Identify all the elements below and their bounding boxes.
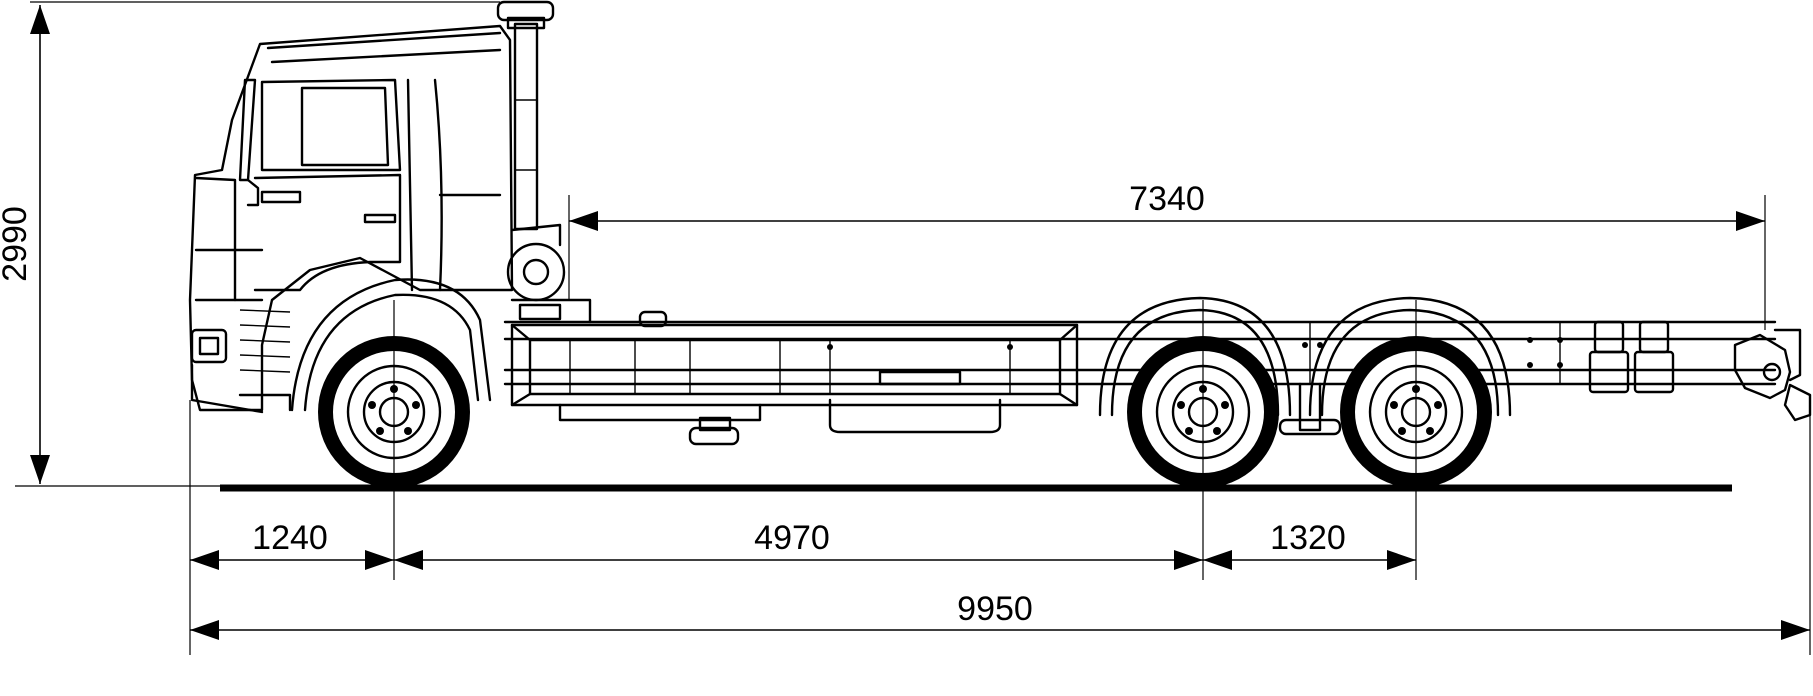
under-frame-parts bbox=[558, 310, 1342, 446]
wheelbase-label: 4970 bbox=[754, 519, 830, 557]
height-dimension: 2990 bbox=[0, 5, 50, 484]
side-box bbox=[510, 323, 1079, 407]
towing-hitch bbox=[1733, 328, 1812, 422]
height-label: 2990 bbox=[0, 206, 34, 282]
fuel-tank bbox=[828, 370, 1002, 434]
cab bbox=[188, 24, 514, 414]
frame-length-dimension: 7340 bbox=[569, 180, 1765, 231]
front-fender bbox=[290, 278, 492, 412]
frame-length-label: 7340 bbox=[1129, 180, 1205, 218]
rear-axle-spacing-dimension: 1320 bbox=[1203, 519, 1416, 570]
rear-axle-spacing-label: 1320 bbox=[1270, 519, 1346, 557]
rear-brackets bbox=[1588, 320, 1675, 394]
wheelbase-dimension: 4970 bbox=[394, 519, 1203, 570]
air-intake bbox=[506, 223, 592, 324]
front-overhang-dimension: 1240 bbox=[190, 519, 394, 570]
extension-lines bbox=[30, 1, 1811, 655]
overall-length-label: 9950 bbox=[957, 590, 1033, 628]
overall-length-dimension: 9950 bbox=[190, 590, 1810, 640]
rear-fenders bbox=[1098, 296, 1512, 417]
front-overhang-label: 1240 bbox=[252, 519, 328, 557]
